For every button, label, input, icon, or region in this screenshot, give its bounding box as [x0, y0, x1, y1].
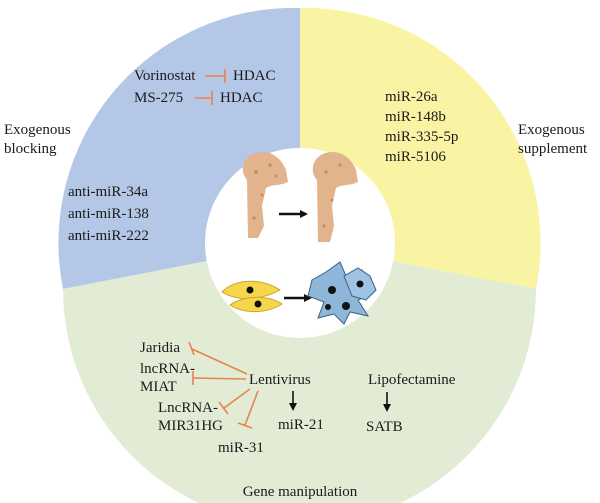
mir-335-5p: miR-335-5p — [385, 129, 458, 145]
lentivirus-mir31hg-inhibit-bar — [218, 401, 229, 415]
anti-mir-222: anti-miR-222 — [68, 228, 149, 244]
satb-label: SATB — [366, 419, 403, 435]
lentivirus-mir31hg-inhibit-line — [223, 388, 251, 409]
bone-before-icon — [242, 152, 288, 238]
hdac-target-1: HDAC — [233, 68, 276, 84]
bone-after-icon — [312, 152, 358, 242]
exogenous-blocking-label-line1: Exogenous — [4, 122, 71, 138]
lentivirus-jaridia-inhibit-bar — [188, 341, 195, 356]
lentivirus-label: Lentivirus — [249, 372, 311, 388]
mir-21-label: miR-21 — [278, 417, 324, 433]
ms275-label: MS-275 — [134, 90, 183, 106]
hdac-target-2: HDAC — [220, 90, 263, 106]
lentivirus-mir31-inhibit-line — [244, 390, 259, 426]
exogenous-blocking-label-line2: blocking — [4, 141, 57, 157]
center-circle — [205, 148, 395, 338]
exogenous-supplement-label-line2: supplement — [518, 141, 588, 157]
lncrna-mir31hg-line2: MIR31HG — [158, 418, 223, 434]
jaridia-label: Jaridia — [140, 340, 180, 356]
lncrna-miat-line1: lncRNA- — [140, 361, 195, 377]
mir-26a: miR-26a — [385, 89, 438, 105]
yellow-cells-icon — [221, 280, 283, 313]
lncrna-mir31hg-line1: LncRNA- — [158, 400, 218, 416]
lentivirus-jaridia-inhibit-line — [191, 348, 248, 375]
vorinostat-label: Vorinostat — [134, 68, 196, 84]
blue-cells-icon — [307, 261, 377, 325]
mir-148b: miR-148b — [385, 109, 446, 125]
mir-31-label: miR-31 — [218, 440, 264, 456]
gene-manipulation-sector — [63, 243, 536, 503]
anti-mir-34a: anti-miR-34a — [68, 184, 148, 200]
lipofectamine-label: Lipofectamine — [368, 372, 456, 388]
anti-mir-138: anti-miR-138 — [68, 206, 149, 222]
lncrna-miat-line2: MIAT — [140, 379, 177, 395]
gene-manipulation-label: Gene manipulation — [243, 484, 358, 500]
lentivirus-mir31-inhibit-bar — [237, 422, 253, 429]
mir-5106: miR-5106 — [385, 149, 446, 165]
lentivirus-miat-inhibit-line — [192, 377, 247, 380]
exogenous-supplement-label-line1: Exogenous — [518, 122, 585, 138]
